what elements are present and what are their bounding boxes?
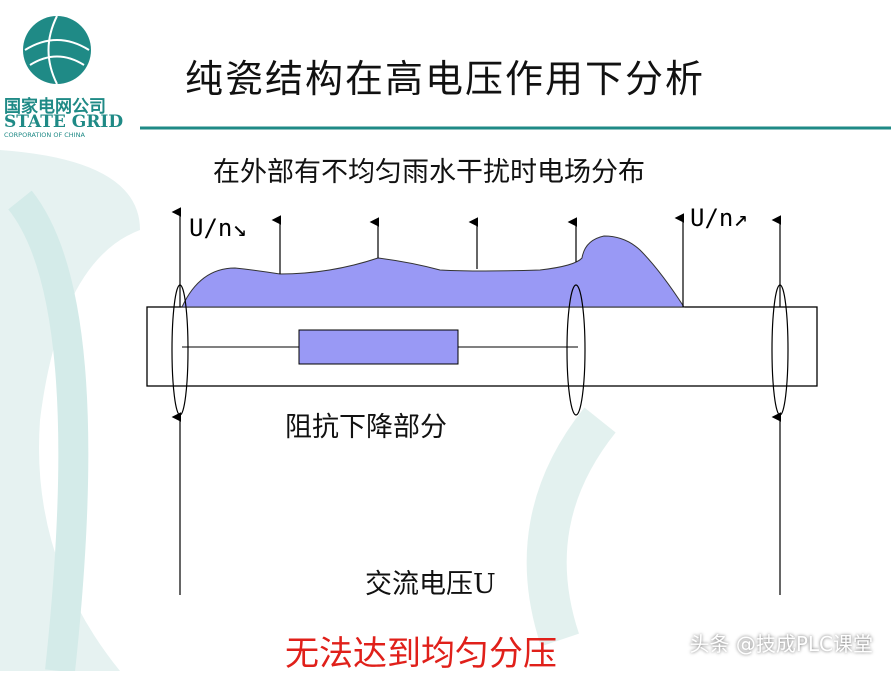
logo-name-cn: 国家电网公司 <box>4 97 106 117</box>
field-arrows <box>171 207 782 595</box>
watermark: 头条 @技成PLC课堂 <box>689 632 873 656</box>
impedance-drop-block <box>298 329 459 365</box>
equipotential-rings <box>171 284 789 416</box>
conclusion-text: 无法达到均匀分压 <box>285 634 557 674</box>
logo-sub-en: CORPORATION OF CHINA <box>4 131 85 139</box>
slide-title: 纯瓷结构在高电压作用下分析 <box>185 57 706 101</box>
label-right: U/n↗ <box>690 204 748 232</box>
impedance-label: 阻抗下降部分 <box>285 412 447 443</box>
slide-subtitle: 在外部有不均匀雨水干扰时电场分布 <box>213 157 645 188</box>
ac-voltage-label: 交流电压U <box>365 569 496 600</box>
label-left: U/n↘ <box>189 214 247 242</box>
logo-name-en: STATE GRID <box>4 112 124 132</box>
field-distribution-area <box>181 235 685 308</box>
